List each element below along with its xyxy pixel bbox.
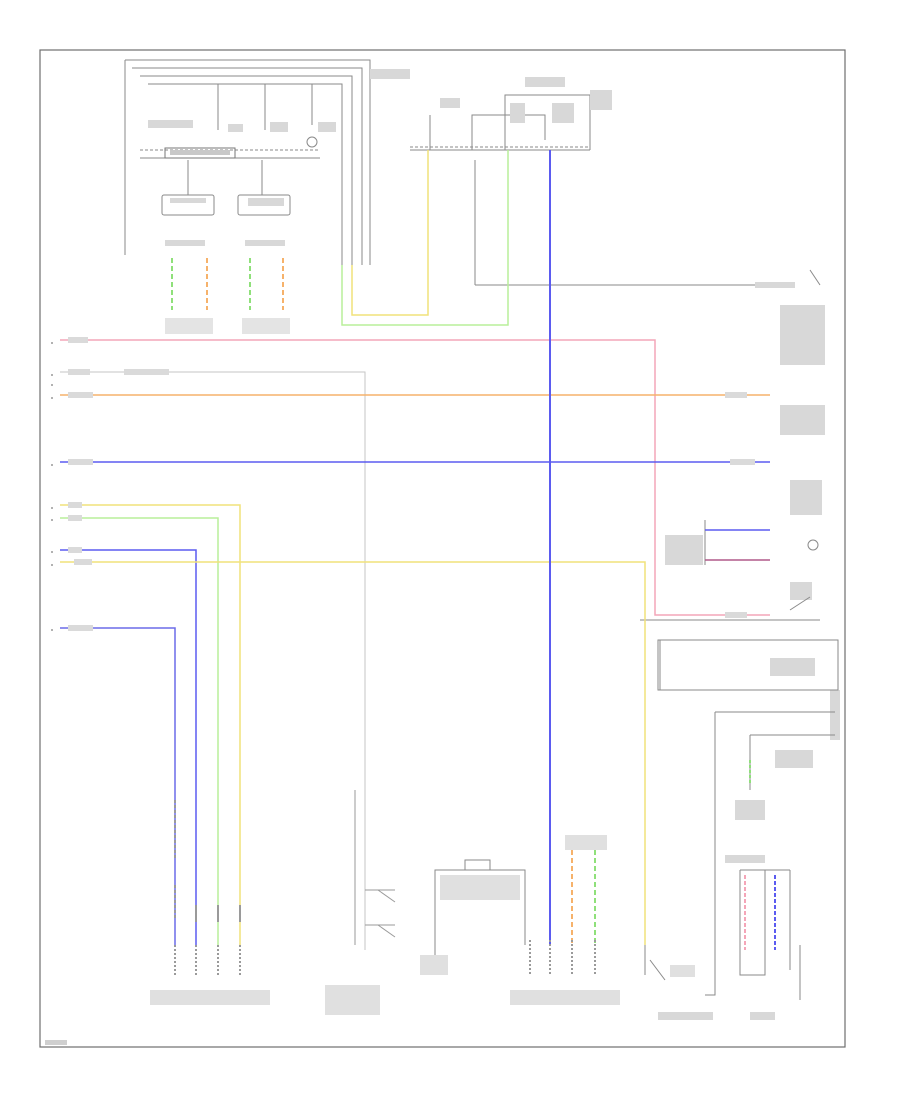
left-pin-markers — [51, 342, 53, 631]
right-labels — [658, 305, 840, 1020]
diagram-frame — [39, 49, 846, 1048]
bottom-right-connector — [529, 850, 596, 975]
wire-green-vertical — [341, 150, 509, 326]
wire-green-upper — [60, 517, 219, 945]
bottom-right-connector-label — [510, 990, 620, 1005]
right-colored-connectors — [744, 760, 776, 950]
wire-tags-right — [725, 392, 755, 618]
bottom-center-module — [434, 859, 526, 955]
wire-tags-left — [68, 337, 169, 631]
footer-code-mark — [45, 1040, 67, 1045]
bottom-right-switch — [644, 905, 716, 981]
bottom-center-module-label — [440, 875, 520, 900]
wire-yellow-main — [60, 561, 646, 945]
bottom-mid-switch-label — [325, 985, 380, 1015]
wire-violet — [60, 627, 176, 945]
top-left-module — [124, 59, 371, 265]
main-wires — [60, 150, 835, 950]
left-connectors — [165, 240, 290, 334]
wire-white — [60, 371, 366, 950]
top-center-labels — [440, 77, 795, 288]
bottom-right-connector-top-label — [565, 835, 607, 850]
wire-pink — [60, 339, 770, 616]
wire-yellow-vertical — [351, 150, 429, 316]
top-center-module — [410, 94, 821, 286]
bottom-mid-switch — [354, 790, 396, 945]
right-side-circuit — [640, 520, 839, 1000]
bottom-left-connector — [174, 800, 241, 975]
bottom-left-connector-label — [150, 990, 270, 1005]
wire-blue-left — [60, 549, 197, 945]
bottom-ground-label — [420, 955, 448, 975]
top-left-labels — [148, 69, 410, 206]
bottom-right-switch-label — [670, 965, 695, 977]
wire-yellow-upper — [60, 504, 241, 945]
